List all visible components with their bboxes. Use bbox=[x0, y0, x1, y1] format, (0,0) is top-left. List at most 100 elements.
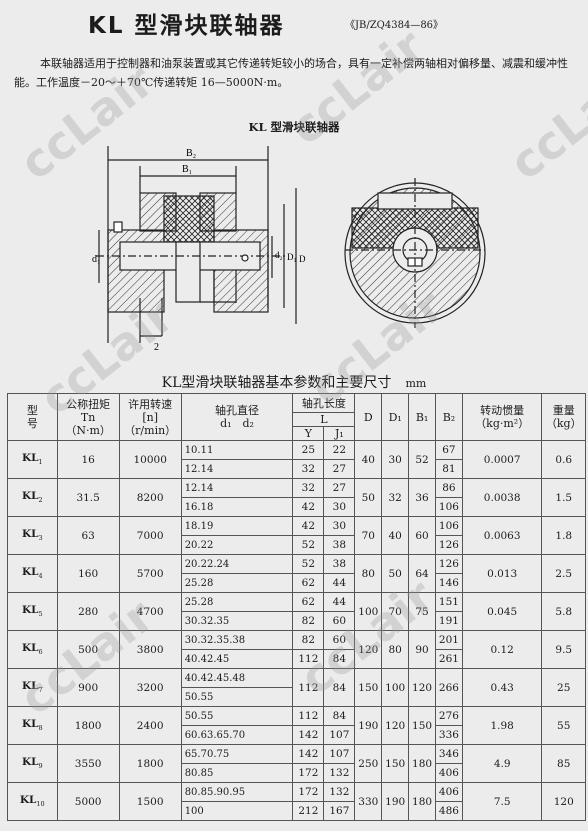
cell-bore: 60.63.65.70 bbox=[180, 725, 294, 745]
cell-bore: 40.42.45.48 bbox=[180, 668, 294, 688]
table-title-text: KL型滑块联轴器基本参数和主要尺寸 bbox=[161, 375, 392, 391]
cell-j1: 30 bbox=[323, 516, 356, 536]
cell-y: 142 bbox=[292, 725, 325, 745]
cell-y: 112 bbox=[292, 649, 325, 669]
model-subscript: 2 bbox=[38, 496, 43, 505]
cell-y: 42 bbox=[292, 497, 325, 517]
end-view bbox=[344, 178, 486, 328]
model-subscript: 7 bbox=[38, 686, 43, 695]
cell-weight: 85 bbox=[541, 744, 586, 783]
cell-bore: 30.32.35.38 bbox=[180, 630, 294, 650]
cell-j1: 44 bbox=[323, 573, 356, 593]
cell-torque: 160 bbox=[56, 554, 120, 593]
header-j1: J₁ bbox=[323, 426, 356, 441]
cell-b1: 64 bbox=[408, 554, 436, 593]
cell-bore: 25.28 bbox=[180, 573, 294, 593]
model-subscript: 9 bbox=[38, 762, 43, 771]
cell-model: KL7 bbox=[7, 668, 58, 707]
cell-b1: 60 bbox=[408, 516, 436, 555]
cell-y: 172 bbox=[292, 763, 325, 783]
standard-number: 《JB/ZQ4384—86》 bbox=[345, 20, 444, 31]
cell-b2: 106 bbox=[435, 497, 463, 517]
header-inertia: 转动惯量 （kg·m²） bbox=[461, 393, 543, 441]
cell-b2: 346 bbox=[435, 744, 463, 764]
page-title: KL 型滑块联轴器 bbox=[88, 13, 285, 39]
cell-y: 42 bbox=[292, 516, 325, 536]
model-name: KL bbox=[21, 642, 39, 655]
cell-d1: 40 bbox=[381, 516, 410, 555]
parameter-table: 型 号公称扭矩 Tn （N·m）许用转速 [n] （r/min）轴孔直径 d₁ … bbox=[7, 393, 586, 821]
model-subscript: 6 bbox=[38, 648, 43, 657]
model-name: KL bbox=[21, 680, 39, 693]
cell-weight: 2.5 bbox=[541, 554, 586, 593]
cell-b2: 146 bbox=[435, 573, 463, 593]
cell-d: 40 bbox=[354, 440, 383, 479]
cell-d1: 150 bbox=[381, 744, 410, 783]
cell-inertia: 0.43 bbox=[461, 668, 543, 707]
label-D: D bbox=[299, 254, 306, 264]
label-d1: d₁ bbox=[92, 254, 101, 265]
cell-y: 82 bbox=[292, 630, 325, 650]
cell-inertia: 0.045 bbox=[461, 592, 543, 631]
header-b1: B₁ bbox=[408, 393, 436, 441]
cell-inertia: 0.12 bbox=[461, 630, 543, 669]
cell-speed: 1500 bbox=[118, 782, 182, 821]
cell-d1: 50 bbox=[381, 554, 410, 593]
cell-d1: 120 bbox=[381, 706, 410, 745]
label-d2: d₂ bbox=[275, 250, 283, 260]
cell-torque: 900 bbox=[56, 668, 120, 707]
cell-speed: 3200 bbox=[118, 668, 182, 707]
cell-model: KL3 bbox=[7, 516, 58, 555]
model-name: KL bbox=[21, 756, 39, 769]
cell-y: 112 bbox=[292, 706, 325, 726]
model-subscript: 1 bbox=[38, 458, 43, 467]
cell-model: KL9 bbox=[7, 744, 58, 783]
cell-bore: 12.14 bbox=[180, 459, 294, 479]
cell-y: 62 bbox=[292, 592, 325, 612]
cell-bore: 40.42.45 bbox=[180, 649, 294, 669]
cell-b1: 120 bbox=[408, 668, 436, 707]
cell-bore: 10.11 bbox=[180, 440, 294, 460]
cell-d: 190 bbox=[354, 706, 383, 745]
header-d1: D₁ bbox=[381, 393, 410, 441]
cell-model: KL6 bbox=[7, 630, 58, 669]
cell-j1: 44 bbox=[323, 592, 356, 612]
cell-j1: 84 bbox=[323, 668, 356, 707]
cell-j1: 22 bbox=[323, 440, 356, 460]
model-name: KL bbox=[21, 566, 39, 579]
header-y: Y bbox=[292, 426, 325, 441]
cell-model: KL1 bbox=[7, 440, 58, 479]
cell-d1: 70 bbox=[381, 592, 410, 631]
header-b2: B₂ bbox=[435, 393, 463, 441]
cell-j1: 107 bbox=[323, 725, 356, 745]
cell-speed: 5700 bbox=[118, 554, 182, 593]
cell-model: KL5 bbox=[7, 592, 58, 631]
cell-bore: 20.22 bbox=[180, 535, 294, 555]
header-weight: 重量 （kg） bbox=[541, 393, 586, 441]
cell-bore: 50.55 bbox=[180, 706, 294, 726]
cell-j1: 132 bbox=[323, 782, 356, 802]
cell-speed: 7000 bbox=[118, 516, 182, 555]
cell-d: 80 bbox=[354, 554, 383, 593]
cell-b1: 75 bbox=[408, 592, 436, 631]
cell-b1: 52 bbox=[408, 440, 436, 479]
cell-inertia: 0.0007 bbox=[461, 440, 543, 479]
header-model: 型 号 bbox=[7, 393, 58, 441]
cell-d: 250 bbox=[354, 744, 383, 783]
cell-weight: 5.8 bbox=[541, 592, 586, 631]
cell-weight: 120 bbox=[541, 782, 586, 821]
label-b1: B₁ bbox=[182, 164, 192, 175]
coupling-drawing: B₂ B₁ d₁ d₂ D₁ D 2 bbox=[92, 146, 486, 353]
cell-d: 150 bbox=[354, 668, 383, 707]
side-view bbox=[96, 146, 297, 343]
header-torque: 公称扭矩 Tn （N·m） bbox=[56, 393, 120, 441]
cell-b2: 106 bbox=[435, 516, 463, 536]
cell-b1: 90 bbox=[408, 630, 436, 669]
cell-y: 172 bbox=[292, 782, 325, 802]
